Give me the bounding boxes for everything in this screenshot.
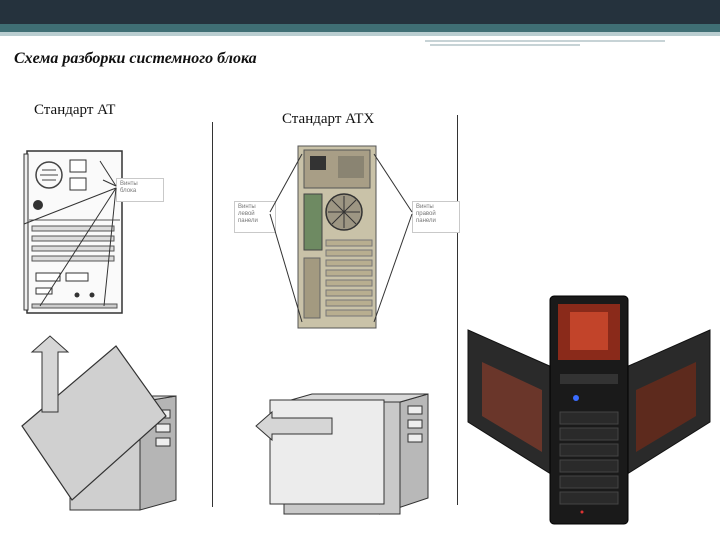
- atx-disassembly-drawing: [255, 393, 429, 515]
- callout-line: Винты: [238, 204, 256, 210]
- header-accent-bar: [0, 24, 720, 32]
- callout-line: правой: [416, 211, 436, 217]
- slide-title: Схема разборки системного блока: [14, 50, 257, 67]
- header-bar: [0, 0, 720, 24]
- callout-line: панели: [238, 218, 258, 224]
- column-divider: [212, 122, 213, 507]
- callout-line: панели: [416, 218, 436, 224]
- header-deco-line: [425, 40, 665, 42]
- atx-case-back-photo: [297, 145, 377, 329]
- left-arrow-icon: [255, 410, 333, 442]
- callout-line: блока: [120, 188, 137, 194]
- callout-line: левой: [238, 211, 255, 217]
- header-pale-bar: [0, 32, 720, 36]
- callout-line: Винты: [120, 181, 138, 187]
- up-arrow-icon: [30, 335, 70, 413]
- column-divider: [457, 115, 458, 505]
- gaming-case-photo: [467, 295, 711, 525]
- at-standard-label: Стандарт AT: [34, 102, 116, 118]
- callout-line: Винты: [416, 204, 434, 210]
- header-deco-line: [430, 44, 580, 46]
- atx-standard-label: Стандарт ATX: [282, 111, 375, 127]
- at-disassembly-drawing: [21, 335, 177, 511]
- atx-right-panel-screws-callout: Винты правой панели: [412, 201, 460, 233]
- atx-left-panel-screws-callout: Винты левой панели: [234, 201, 276, 233]
- at-screws-callout: Винты блока: [116, 178, 164, 202]
